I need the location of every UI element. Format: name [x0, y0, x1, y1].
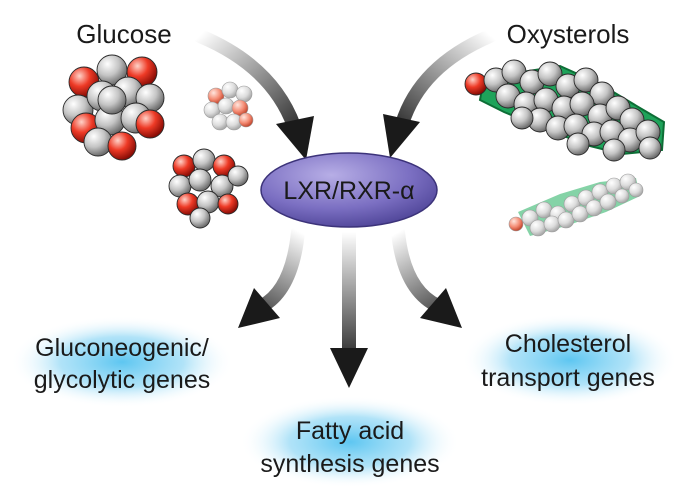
oxygen-atom: [238, 112, 254, 128]
carbon-atom: [571, 205, 589, 223]
fatty-acid-label-line2: synthesis genes: [260, 450, 439, 478]
carbon-atom: [192, 148, 216, 172]
carbon-atom: [614, 188, 630, 204]
carbon-atom: [510, 106, 534, 130]
carbon-atom: [566, 132, 590, 156]
carbon-atom: [585, 199, 603, 217]
oxygen-atom: [508, 216, 524, 232]
glucose-molecule-medium: [168, 148, 249, 229]
carbon-atom: [638, 136, 662, 160]
carbon-atom: [189, 207, 211, 229]
oxygen-atom: [217, 193, 239, 215]
fatty-acid-label-line1: Fatty acid: [296, 417, 404, 445]
receptor-label: LXR/RXR-α: [283, 177, 414, 205]
gluconeogenic-label-line2: glycolytic genes: [34, 366, 210, 394]
oxygen-atom: [135, 109, 165, 139]
carbon-atom: [217, 97, 235, 115]
carbon-atom: [97, 85, 127, 115]
carbon-atom: [83, 127, 113, 157]
carbon-atom: [211, 113, 229, 131]
cholesterol-label-line1: Cholesterol: [505, 330, 631, 358]
carbon-atom: [529, 219, 547, 237]
carbon-atom: [188, 168, 212, 192]
oxysterol-molecule-large: [464, 59, 666, 162]
gene-glow-fatty-acid: [240, 396, 460, 488]
arrow-oxysterols-to-receptor: [383, 29, 497, 158]
oxysterols-label: Oxysterols: [507, 19, 630, 49]
arrow-receptor-to-cholesterol: [391, 225, 462, 328]
carbon-atom: [557, 211, 575, 229]
carbon-atom: [599, 193, 617, 211]
carbon-atom: [235, 85, 253, 103]
carbon-atom: [602, 138, 626, 162]
oxysterol-molecule-small: [508, 173, 644, 237]
glucose-molecule-large: [62, 54, 165, 161]
carbon-atom: [628, 182, 644, 198]
glucose-label: Glucose: [76, 19, 171, 49]
carbon-atom: [537, 61, 563, 87]
oxygen-atom: [107, 131, 137, 161]
cholesterol-label-line2: transport genes: [481, 364, 655, 392]
carbon-atom: [221, 81, 239, 99]
carbon-atom: [227, 165, 249, 187]
carbon-atom: [573, 67, 599, 93]
gene-glow-cholesterol: [462, 314, 678, 406]
carbon-atom: [535, 201, 553, 219]
arrow-receptor-to-fatty-acid: [330, 225, 368, 388]
arrow-glucose-to-receptor: [193, 29, 314, 160]
arrow-receptor-to-gluconeogenic: [238, 225, 305, 328]
gluconeogenic-label-line1: Gluconeogenic/: [35, 334, 209, 362]
gene-glow-gluconeogenic: [10, 316, 234, 408]
glucose-molecule-small: [203, 81, 254, 131]
receptor-ellipse: [260, 152, 438, 228]
carbon-atom: [543, 215, 561, 233]
oxygen-atom: [464, 72, 488, 96]
